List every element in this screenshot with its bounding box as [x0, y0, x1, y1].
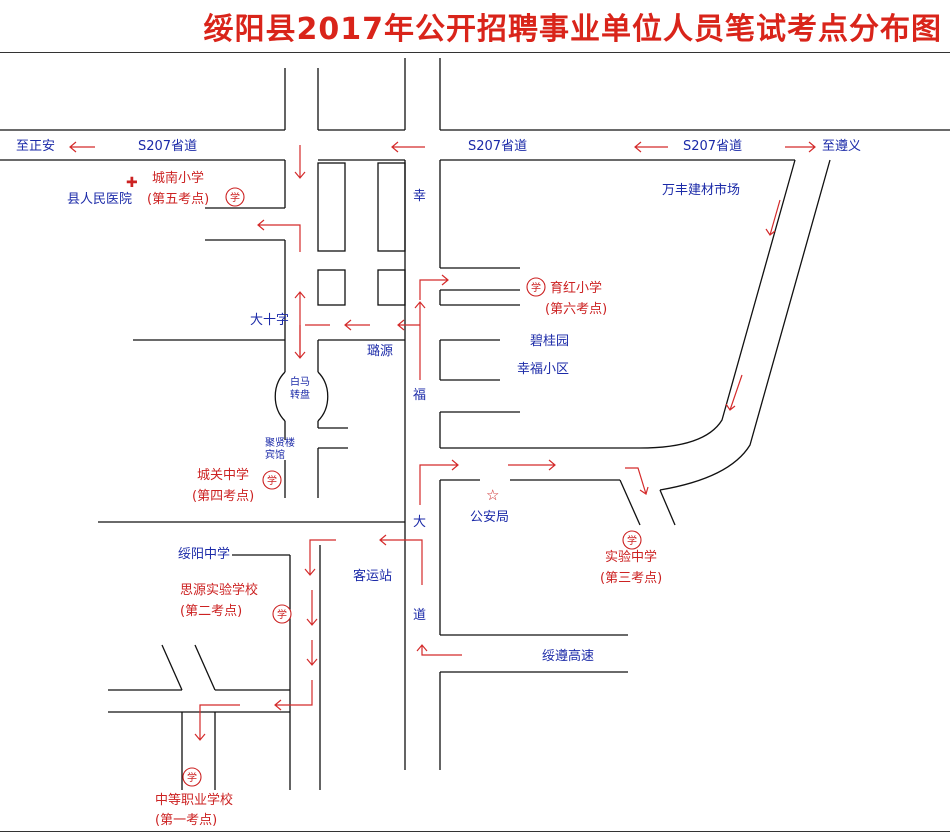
- svg-text:学: 学: [627, 534, 637, 547]
- xingfu-road-char-2: 福: [413, 388, 427, 403]
- school-icon: 学: [526, 277, 546, 297]
- dadao-char-2: 道: [413, 608, 427, 623]
- school-icon: 学: [225, 187, 245, 207]
- zhongzhi-school-label: 中等职业学校: [155, 793, 234, 808]
- suiyang-middle-label: 绥阳中学: [178, 547, 231, 562]
- block-4: [377, 269, 406, 306]
- da-shizi-label: 大十字: [250, 313, 290, 328]
- xingfu-road-char-1: 幸: [413, 189, 427, 204]
- map-title: 绥阳县2017年公开招聘事业单位人员笔试考点分布图: [203, 12, 942, 47]
- siyuan-school-label: 思源实验学校: [180, 583, 259, 598]
- juxianlou-label-line1: 聚贤楼: [265, 438, 295, 449]
- school-icon: 学: [272, 604, 292, 624]
- dadao-char-1: 大: [413, 515, 427, 530]
- chengnan-school-label: 城南小学: [152, 171, 205, 186]
- zhongzhi-site-label: (第一考点): [155, 813, 218, 828]
- svg-text:学: 学: [267, 474, 277, 487]
- yuhong-site-label: (第六考点): [545, 302, 608, 317]
- baima-label-line1: 白马: [290, 377, 310, 388]
- juxianlou-label-line2: 宾馆: [265, 450, 285, 461]
- chengguan-school-label: 城关中学: [197, 468, 250, 483]
- siyuan-site-label: (第二考点): [180, 604, 243, 619]
- block-3: [317, 269, 346, 306]
- chengnan-site-label: (第五考点): [147, 192, 210, 207]
- school-icon: 学: [622, 530, 642, 550]
- shiyan-site-label: (第三考点): [600, 571, 663, 586]
- school-icon: 学: [262, 470, 282, 490]
- route-arrows: [69, 141, 816, 741]
- block-1: [317, 162, 346, 252]
- svg-text:学: 学: [230, 191, 240, 204]
- baima-roundabout: [274, 371, 329, 422]
- yuhong-school-label: 育红小学: [550, 281, 603, 296]
- to-zunyi-label: 至遵义: [822, 139, 862, 154]
- chengguan-site-label: (第四考点): [192, 489, 255, 504]
- svg-text:学: 学: [277, 608, 287, 621]
- school-badges: 学 学 学 学 学 学: [182, 187, 642, 787]
- road-network: [0, 58, 950, 790]
- zunyi-curve-inner: [659, 159, 831, 491]
- s207-label-left: S207省道: [138, 139, 198, 154]
- s207-label-mid: S207省道: [468, 139, 528, 154]
- s207-label-right: S207省道: [683, 139, 743, 154]
- county-hospital-label: 县人民医院: [67, 192, 133, 207]
- to-zhengan-label: 至正安: [16, 139, 56, 154]
- police-star-icon: ☆: [486, 486, 500, 504]
- baima-label-line2: 转盘: [290, 390, 310, 401]
- shiyan-school-label: 实验中学: [605, 550, 658, 565]
- svg-text:学: 学: [531, 281, 541, 294]
- wanfeng-market-label: 万丰建材市场: [662, 183, 741, 198]
- police-bureau-label: 公安局: [470, 510, 510, 525]
- zunyi-curve-outer: [639, 159, 796, 449]
- bus-station-label: 客运站: [353, 569, 393, 584]
- title-divider: [0, 52, 950, 53]
- hospital-icon: ✚: [126, 175, 138, 191]
- xingfu-community-label: 幸福小区: [517, 362, 570, 377]
- biguiyuan-label: 碧桂园: [530, 334, 570, 349]
- svg-text:学: 学: [187, 771, 197, 784]
- block-2: [377, 162, 406, 252]
- lu-yuan-label: 璐源: [367, 344, 394, 359]
- bottom-divider: [0, 831, 950, 832]
- school-icon: 学: [182, 767, 202, 787]
- suizun-expressway-label: 绥遵高速: [542, 649, 595, 664]
